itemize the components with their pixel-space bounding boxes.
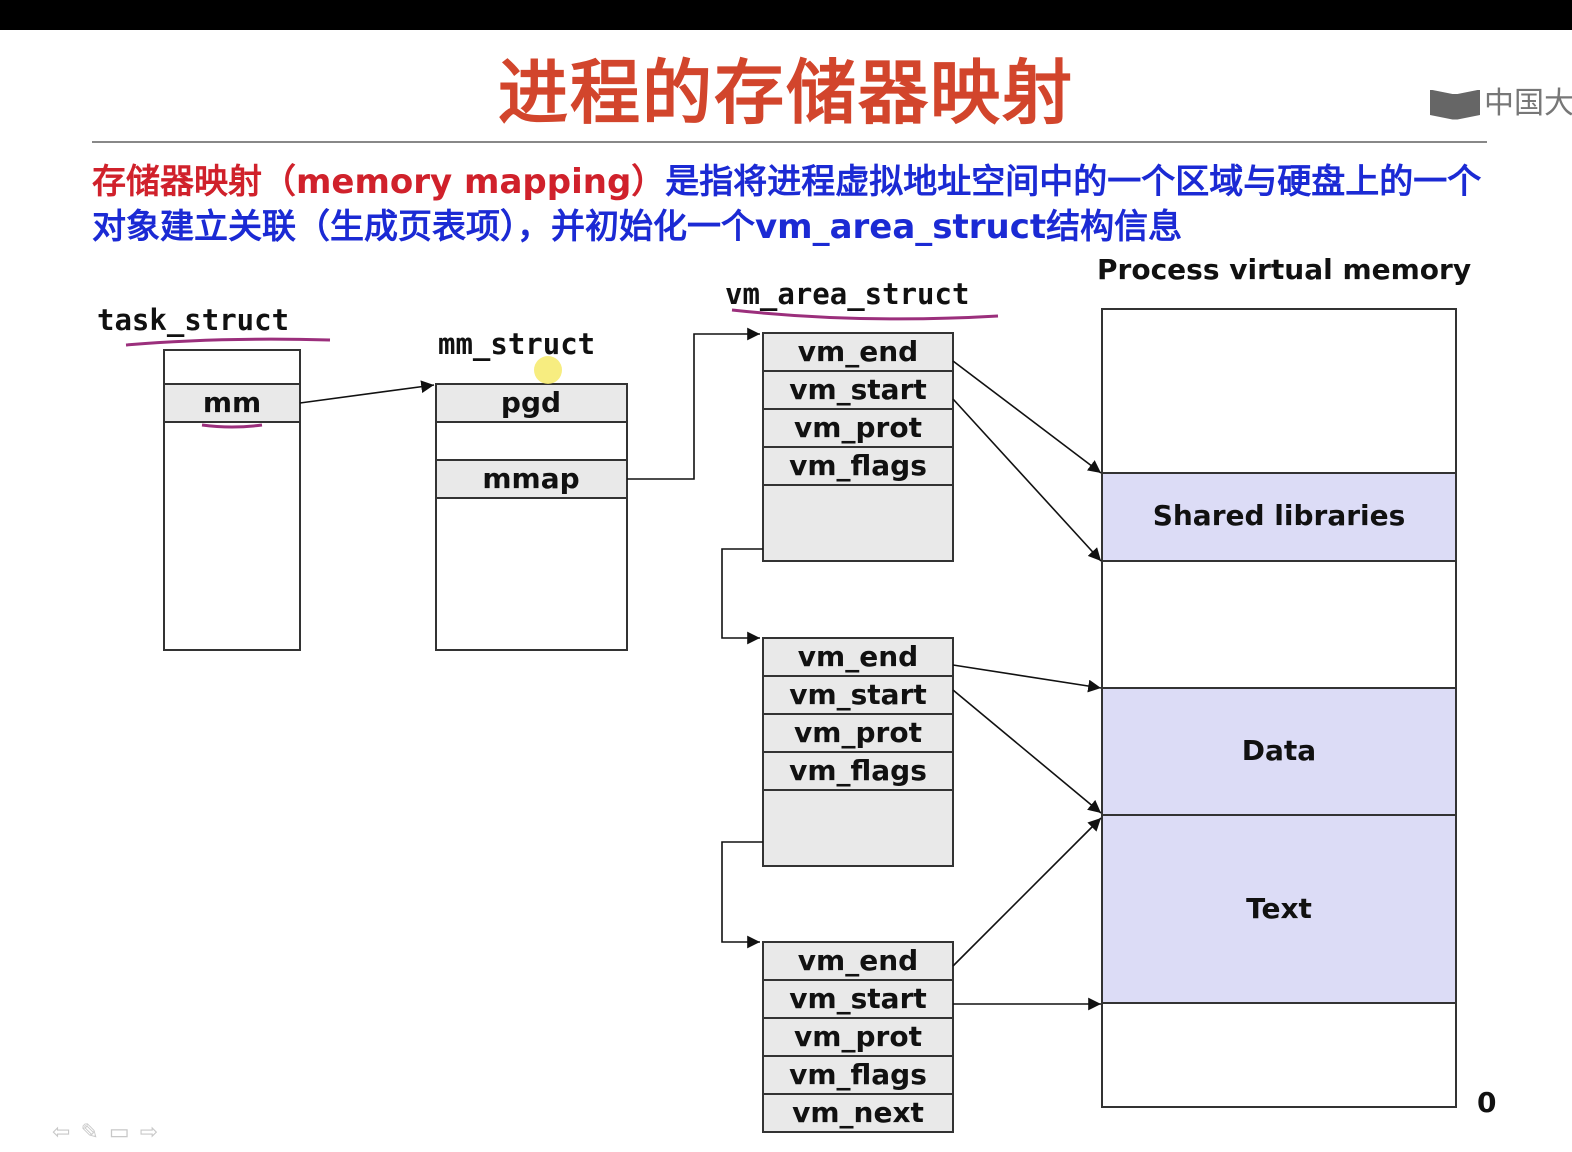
description: 存储器映射（memory mapping）是指将进程虚拟地址空间中的一个区域与硬… — [92, 160, 1512, 250]
mm-underline — [201, 423, 263, 429]
block1-vm-start: vm_start — [789, 373, 927, 406]
logo-text: 中国大 — [1484, 86, 1572, 121]
top-black-bar — [0, 0, 1572, 30]
connector-arrows — [299, 327, 1102, 1011]
block3-vm-flags: vm_flags — [789, 1058, 927, 1091]
vm-area-struct-label: vm_area_struct — [725, 277, 969, 311]
segment-data-label: Data — [1242, 734, 1316, 767]
pgd-field-label: pgd — [501, 386, 561, 419]
address-zero-label: 0 — [1477, 1086, 1496, 1119]
cursor-highlight — [534, 356, 562, 384]
block2-vm-flags: vm_flags — [789, 754, 927, 787]
arrow-mmap-to-vma1 — [627, 327, 760, 480]
arrow-vma2-to-vma3 — [721, 841, 763, 949]
description-body: 是指将进程虚拟地址空间中的一个区域与硬盘上的一个对象建立关联（生成页表项），并初… — [92, 162, 1482, 247]
arrow-vma1-to-vma2 — [721, 548, 763, 645]
task-struct-label: task_struct — [97, 303, 289, 337]
mm-struct-pgd-field — [435, 383, 628, 423]
mm-struct-box — [435, 383, 628, 651]
mmap-field-label: mmap — [482, 462, 579, 495]
pen-icon[interactable]: ✎ — [80, 1120, 109, 1145]
arrow-vma1-start — [952, 398, 1102, 562]
block2-vm-start: vm_start — [789, 678, 927, 711]
task-struct-underline — [125, 337, 331, 347]
block3-vm-start: vm_start — [789, 982, 927, 1015]
block2-vm-prot: vm_prot — [794, 716, 922, 749]
title-divider — [92, 141, 1487, 143]
arrow-vma3-end — [952, 817, 1102, 967]
arrow-vma2-end — [952, 664, 1102, 693]
block1-vm-prot: vm_prot — [794, 411, 922, 444]
vm-area-block-1: vm_end vm_start vm_prot vm_flags — [762, 332, 954, 562]
block3-vm-end: vm_end — [798, 944, 918, 977]
slides-icon[interactable]: ▭ — [108, 1120, 140, 1145]
vm-area-block-2: vm_end vm_start vm_prot vm_flags — [762, 637, 954, 867]
mm-struct-label: mm_struct — [438, 327, 595, 361]
block2-vm-end: vm_end — [798, 640, 918, 673]
description-term: 存储器映射（memory mapping） — [92, 162, 666, 202]
back-arrow-icon[interactable]: ⇦ — [52, 1120, 81, 1145]
forward-arrow-icon[interactable]: ⇨ — [139, 1120, 169, 1145]
slide-title: 进程的存储器映射 — [498, 52, 1074, 134]
segment-text-label: Text — [1246, 892, 1312, 925]
mm-field-label: mm — [203, 386, 261, 419]
segment-shared-libraries — [1101, 472, 1457, 562]
arrow-vma1-end — [952, 360, 1102, 474]
vm-area-struct-underline — [731, 308, 999, 321]
process-virtual-memory-label: Process virtual memory — [1097, 253, 1471, 286]
block1-vm-flags: vm_flags — [789, 449, 927, 482]
segment-shared-libraries-label: Shared libraries — [1153, 499, 1406, 532]
block3-vm-next: vm_next — [792, 1096, 924, 1129]
block1-vm-end: vm_end — [798, 335, 918, 368]
book-logo-icon — [1430, 89, 1480, 120]
segment-data — [1101, 687, 1457, 816]
vm-area-block-3: vm_end vm_start vm_prot vm_flags vm_next — [762, 941, 954, 1133]
arrow-vma2-start — [952, 689, 1102, 814]
task-struct-mm-field — [163, 383, 301, 423]
arrow-mm-to-mm-struct — [299, 380, 435, 404]
logo: 中国大 — [1430, 78, 1572, 122]
segment-text — [1101, 814, 1457, 1004]
block3-vm-prot: vm_prot — [794, 1020, 922, 1053]
slide-nav-controls: ⇦✎▭⇨ — [52, 1120, 168, 1145]
